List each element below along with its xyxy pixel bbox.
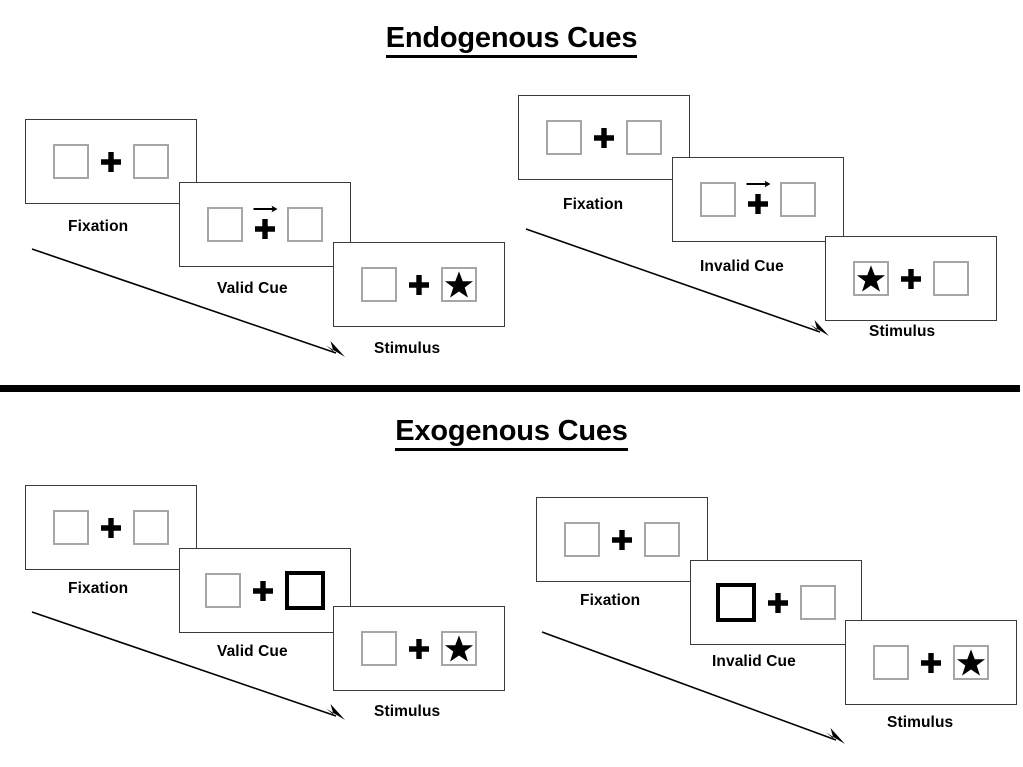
box-right-empty xyxy=(780,182,816,217)
fixation-cross-icon xyxy=(409,274,429,295)
box-left-empty xyxy=(700,182,736,217)
fixation-cross-slot xyxy=(909,641,953,685)
box-right-cued xyxy=(285,571,325,610)
box-right-empty xyxy=(644,522,680,557)
fixation-cross-slot xyxy=(397,263,441,307)
box-right-empty xyxy=(800,585,836,620)
fixation-cross-icon xyxy=(594,127,614,148)
panel-endogenous-valid-stimulus xyxy=(333,242,505,327)
label-endogenous-invalid-cue: Invalid Cue xyxy=(700,258,784,275)
box-left-empty xyxy=(205,573,241,608)
label-endogenous-valid-stimulus: Stimulus xyxy=(374,340,441,357)
fixation-cross-icon xyxy=(901,268,921,289)
label-exogenous-valid-fixation: Fixation xyxy=(68,580,129,597)
box-right-empty xyxy=(133,144,169,179)
box-left-empty xyxy=(546,120,582,155)
star-target-icon xyxy=(856,264,886,292)
box-left-empty xyxy=(207,207,243,242)
box-left-star xyxy=(853,261,889,296)
label-endogenous-valid-fixation: Fixation xyxy=(68,218,129,235)
box-right-empty xyxy=(287,207,323,242)
fixation-cross-slot xyxy=(756,581,800,625)
box-left-empty xyxy=(361,267,397,302)
star-target-icon xyxy=(444,634,474,662)
panel-exogenous-valid-cue xyxy=(179,548,351,633)
label-endogenous-invalid-stimulus: Stimulus xyxy=(869,323,936,340)
fixation-cross-icon xyxy=(409,638,429,659)
fixation-cross-slot xyxy=(582,116,626,160)
fixation-cross-icon xyxy=(768,592,788,613)
box-left-cued xyxy=(716,583,756,622)
fixation-cross-slot xyxy=(736,178,780,222)
fixation-cross-icon xyxy=(748,194,768,214)
star-target-icon xyxy=(956,648,986,676)
section-title-exogenous-text: Exogenous Cues xyxy=(395,415,628,451)
label-exogenous-invalid-stimulus: Stimulus xyxy=(887,714,954,731)
box-right-star xyxy=(953,645,989,680)
fixation-cross-icon xyxy=(255,219,275,239)
label-exogenous-invalid-cue: Invalid Cue xyxy=(712,653,796,670)
fixation-cross-icon xyxy=(101,517,121,538)
section-title-exogenous: Exogenous Cues xyxy=(0,415,1023,451)
label-endogenous-invalid-fixation: Fixation xyxy=(563,196,624,213)
right-arrow-cue-icon xyxy=(253,205,278,212)
box-left-empty xyxy=(53,144,89,179)
box-left-empty xyxy=(873,645,909,680)
box-right-star xyxy=(441,631,477,666)
fixation-cross-slot xyxy=(600,518,644,562)
fixation-cross-slot xyxy=(889,257,933,301)
fixation-cross-slot xyxy=(397,627,441,671)
label-exogenous-invalid-fixation: Fixation xyxy=(580,592,641,609)
section-title-endogenous: Endogenous Cues xyxy=(0,22,1023,58)
fixation-cross-icon xyxy=(253,580,273,601)
panel-exogenous-valid-fixation xyxy=(25,485,197,570)
sequence-arrow-endogenous-invalid xyxy=(524,225,844,345)
right-arrow-cue-icon xyxy=(746,180,771,187)
label-endogenous-valid-cue: Valid Cue xyxy=(217,280,288,297)
panel-exogenous-invalid-fixation xyxy=(536,497,708,582)
panel-exogenous-valid-stimulus xyxy=(333,606,505,691)
section-title-endogenous-text: Endogenous Cues xyxy=(385,22,637,58)
fixation-cross-slot xyxy=(243,203,287,247)
fixation-cross-slot xyxy=(241,569,285,613)
label-exogenous-valid-stimulus: Stimulus xyxy=(374,703,441,720)
panel-exogenous-invalid-cue xyxy=(690,560,862,645)
box-right-star xyxy=(441,267,477,302)
panel-endogenous-invalid-cue xyxy=(672,157,844,242)
box-left-empty xyxy=(361,631,397,666)
box-right-empty xyxy=(626,120,662,155)
fixation-cross-icon xyxy=(612,529,632,550)
fixation-cross-icon xyxy=(101,151,121,172)
fixation-cross-slot xyxy=(89,140,133,184)
fixation-cross-icon xyxy=(921,652,941,673)
box-right-empty xyxy=(133,510,169,545)
panel-endogenous-invalid-stimulus xyxy=(825,236,997,321)
star-target-icon xyxy=(444,270,474,298)
panel-endogenous-valid-fixation xyxy=(25,119,197,204)
box-left-empty xyxy=(564,522,600,557)
box-left-empty xyxy=(53,510,89,545)
fixation-cross-slot xyxy=(89,506,133,550)
panel-endogenous-valid-cue xyxy=(179,182,351,267)
panel-endogenous-invalid-fixation xyxy=(518,95,690,180)
section-divider xyxy=(0,385,1020,392)
label-exogenous-valid-cue: Valid Cue xyxy=(217,643,288,660)
sequence-arrow-exogenous-invalid xyxy=(540,628,860,758)
box-right-empty xyxy=(933,261,969,296)
panel-exogenous-invalid-stimulus xyxy=(845,620,1017,705)
